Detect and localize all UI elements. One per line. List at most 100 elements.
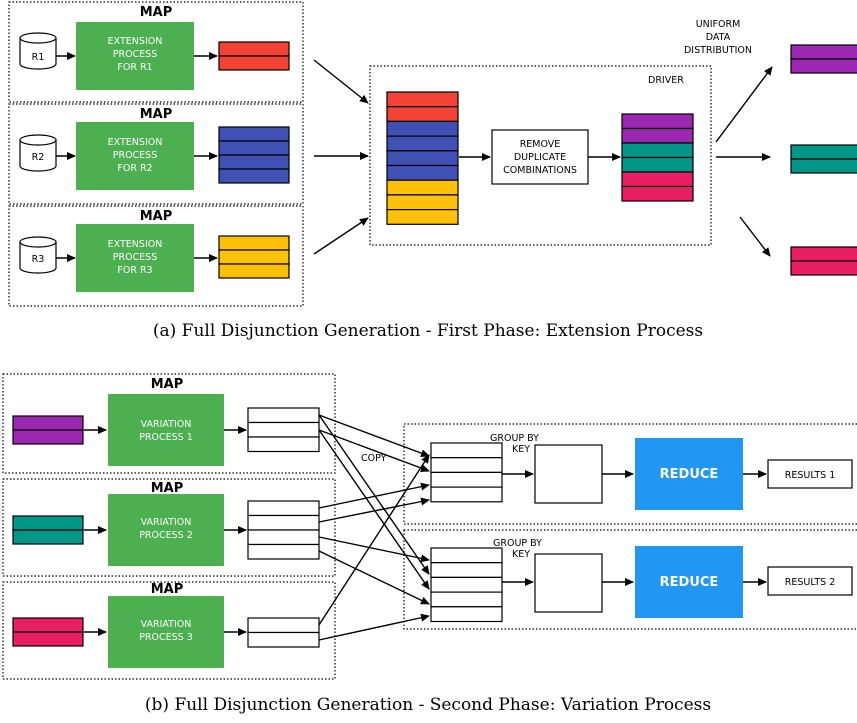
copy-arrow	[318, 429, 430, 590]
record-row	[790, 58, 857, 74]
record-row	[430, 457, 503, 474]
map-output-stack-1	[247, 407, 320, 453]
phase2-map-title-3: MAP	[151, 582, 184, 597]
remove-label-line: DUPLICATE	[514, 152, 566, 163]
remove-label-line: COMBINATIONS	[503, 165, 577, 176]
phase1-map-title-3: MAP	[140, 209, 173, 224]
reducer-box-2	[403, 529, 857, 630]
driver-box	[369, 65, 712, 246]
record-row	[218, 126, 290, 142]
phase2-map-title-2: MAP	[151, 481, 184, 496]
group-box-1	[534, 444, 603, 504]
remove-label-line: REMOVE	[520, 139, 561, 150]
distribution-label-line: DISTRIBUTION	[684, 45, 752, 56]
reducer-input-stack-2	[430, 547, 503, 623]
output-stack-purple	[790, 44, 857, 74]
record-row	[621, 127, 694, 144]
record-row	[247, 631, 320, 648]
copy-arrow	[318, 613, 430, 641]
record-row	[621, 142, 694, 159]
arrow	[313, 217, 369, 255]
record-row	[790, 144, 857, 160]
record-row	[430, 562, 503, 579]
record-row	[790, 158, 857, 174]
process-label-line: EXTENSION	[108, 137, 163, 148]
record-row	[247, 421, 320, 438]
phase2-map-title-1: MAP	[151, 377, 184, 392]
caption-phase1: (a) Full Disjunction Generation - First …	[153, 321, 703, 341]
record-row	[12, 429, 84, 445]
phase2-map-box-3	[2, 581, 336, 680]
results-box-1: RESULTS 1	[767, 459, 853, 489]
process-label-line: VARIATION	[141, 517, 192, 528]
reduce-label: REDUCE	[660, 467, 719, 482]
database-icon-r3: R3	[19, 236, 57, 274]
database-icon-r1: R1	[19, 32, 57, 70]
record-row	[386, 106, 459, 122]
process-label-line: PROCESS 3	[139, 632, 193, 643]
record-row	[386, 150, 459, 167]
deduplicated-stack	[621, 113, 694, 202]
copy-arrow	[318, 497, 430, 523]
phase1-map-title-2: MAP	[140, 107, 173, 122]
record-row	[386, 120, 459, 137]
relation-label-r3: R3	[32, 254, 45, 265]
record-row	[430, 486, 503, 503]
results-box-2: RESULTS 2	[767, 566, 853, 596]
process-label-line: PROCESS 2	[139, 530, 193, 541]
process-label-line: VARIATION	[141, 419, 192, 430]
copy-arrow	[318, 536, 430, 563]
phase1-map-box-1	[8, 1, 304, 103]
arrow	[313, 59, 369, 104]
record-row	[218, 154, 290, 170]
process-label-line: PROCESS 1	[139, 432, 193, 443]
process-label-line: VARIATION	[141, 619, 192, 630]
map-output-stack-3	[247, 617, 320, 648]
extension-process-r1: EXTENSION PROCESS FOR R1	[76, 22, 194, 90]
map-output-stack-2	[247, 500, 320, 560]
caption-phase2: (b) Full Disjunction Generation - Second…	[145, 695, 711, 715]
process-label-line: FOR R3	[117, 265, 152, 276]
variation-process-1: VARIATION PROCESS 1	[108, 394, 224, 466]
record-stack-r1	[218, 41, 290, 71]
record-row	[386, 91, 459, 108]
phase1-map-title-1: MAP	[140, 5, 173, 20]
record-row	[430, 442, 503, 459]
copy-arrow	[318, 414, 430, 575]
record-stack-r2	[218, 126, 290, 184]
record-row	[386, 194, 459, 211]
distribution-label-line: UNIFORM	[696, 19, 741, 30]
record-row	[430, 547, 503, 564]
record-row	[12, 617, 84, 633]
arrow	[715, 66, 773, 143]
copy-arrow	[318, 550, 430, 605]
input-stack-pink	[12, 617, 84, 647]
record-row	[430, 606, 503, 623]
record-row	[790, 246, 857, 262]
phase2-map-box-1	[2, 373, 336, 474]
record-row	[621, 113, 694, 130]
record-row	[218, 168, 290, 184]
input-stack-purple	[12, 415, 84, 445]
record-row	[218, 235, 290, 251]
process-label-line: PROCESS	[113, 150, 158, 161]
group-label-line: KEY	[512, 549, 530, 560]
record-row	[621, 156, 694, 173]
process-label-line: FOR R2	[117, 163, 152, 174]
driver-combined-stack	[386, 91, 459, 225]
record-stack-r3	[218, 235, 290, 279]
record-row	[247, 617, 320, 634]
extension-process-r2: EXTENSION PROCESS FOR R2	[76, 122, 194, 190]
reduce-label: REDUCE	[660, 575, 719, 590]
record-row	[218, 263, 290, 279]
copy-arrow	[318, 414, 430, 457]
record-row	[247, 529, 320, 546]
relation-label-r2: R2	[32, 152, 45, 163]
reducer-input-stack-1	[430, 442, 503, 503]
record-row	[12, 515, 84, 531]
phase2-map-box-2	[2, 478, 336, 577]
group-label-line: GROUP BY	[490, 433, 539, 444]
record-row	[790, 260, 857, 276]
group-label-line: KEY	[512, 444, 530, 455]
